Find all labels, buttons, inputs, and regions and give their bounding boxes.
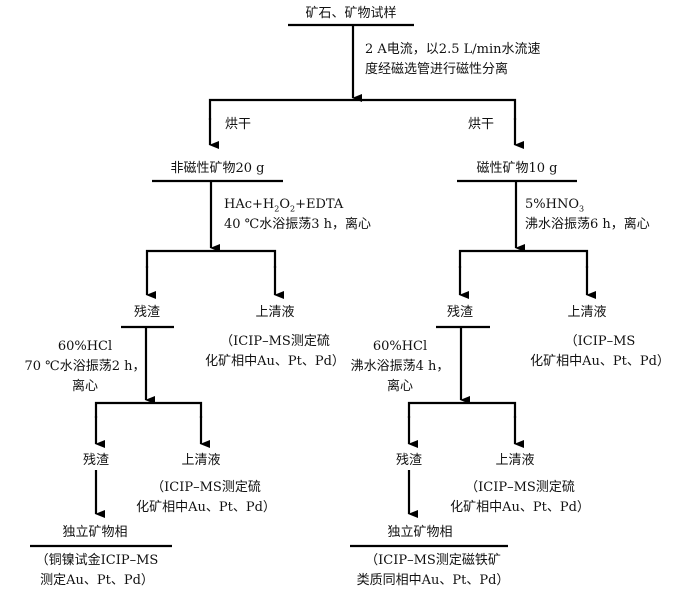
left-supernatant-1-note-line1: （ICIP–MS测定硫 — [220, 334, 330, 349]
right-acid-step-line3: 离心 — [386, 379, 413, 394]
separation-step-line2: 度经磁选管进行磁性分离 — [365, 62, 509, 77]
left-acid-step-line3: 离心 — [71, 379, 98, 394]
left-dry-label: 烘干 — [225, 117, 252, 132]
left-supernatant-2: 上清液 — [181, 453, 221, 468]
left-supernatant-2-note-line2: 化矿相中Au、Pt、Pd） — [136, 500, 276, 515]
left-split-2 — [94, 401, 203, 418]
right-dry-label: 烘干 — [468, 117, 495, 132]
right-supernatant-1: 上清液 — [567, 305, 607, 320]
left-leach-conditions: 40 ℃水浴振荡3 h，离心 — [224, 217, 371, 232]
right-residue-1: 残渣 — [446, 305, 473, 320]
right-supernatant-1-note-line1: （ICIP–MS — [564, 334, 636, 349]
right-supernatant-1-note-line2: 化矿相中Au、Pt、Pd） — [530, 354, 670, 369]
right-final-note-line1: （ICIP–MS测定磁铁矿 — [365, 553, 501, 568]
split-dry — [208, 98, 517, 120]
left-sample-node: 非磁性矿物20 g — [170, 161, 265, 176]
right-sample-node: 磁性矿物10 g — [476, 161, 558, 176]
left-final-note-line1: （铜镍试金ICIP–MS — [35, 553, 159, 568]
right-supernatant-2: 上清液 — [495, 453, 535, 468]
right-split-1 — [458, 249, 589, 268]
left-supernatant-1: 上清液 — [255, 305, 295, 320]
right-leach-conditions: 沸水浴振荡6 h，离心 — [525, 217, 650, 232]
right-final-phase: 独立矿物相 — [387, 525, 453, 540]
left-split-1 — [145, 249, 277, 268]
left-final-note-line2: 测定Au、Pt、Pd） — [40, 573, 154, 588]
separation-step-line1: 2 A电流，以2.5 L/min水流速 — [365, 42, 541, 57]
right-leach-reagents: 5%HNO3 — [525, 197, 585, 214]
right-residue-2: 残渣 — [395, 453, 422, 468]
right-supernatant-2-note-line1: （ICIP–MS测定硫 — [465, 480, 575, 495]
left-acid-step-line1: 60%HCl — [57, 339, 113, 354]
right-acid-step-line2: 沸水浴振荡4 h， — [350, 359, 450, 374]
right-acid-step-line1: 60%HCl — [372, 339, 428, 354]
left-supernatant-1-note-line2: 化矿相中Au、Pt、Pd） — [205, 354, 345, 369]
left-acid-step-line2: 70 ℃水浴振荡2 h， — [24, 359, 146, 374]
left-leach-reagents: HAc+H2O2+EDTA — [224, 197, 344, 214]
right-split-2 — [407, 401, 517, 418]
left-residue-2: 残渣 — [82, 453, 109, 468]
right-final-note-line2: 类质同相中Au、Pt、Pd） — [356, 573, 510, 588]
right-supernatant-2-note-line2: 化矿相中Au、Pt、Pd） — [450, 500, 590, 515]
left-residue-1: 残渣 — [133, 305, 160, 320]
left-supernatant-2-note-line1: （ICIP–MS测定硫 — [151, 480, 261, 495]
title-node: 矿石、矿物试样 — [305, 6, 397, 21]
left-final-phase: 独立矿物相 — [62, 525, 128, 540]
